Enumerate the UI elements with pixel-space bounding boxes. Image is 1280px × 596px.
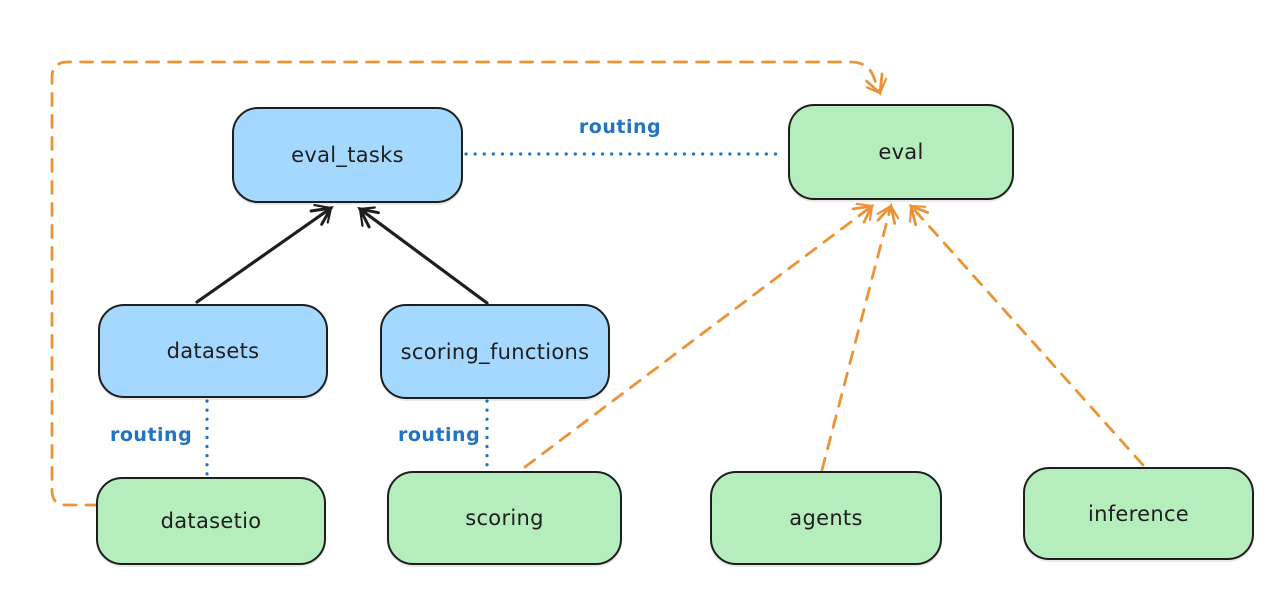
edge-label-routing-top: routing bbox=[578, 116, 662, 138]
node-datasets-label: datasets bbox=[166, 339, 260, 363]
node-inference-label: inference bbox=[1087, 501, 1190, 526]
node-agents: agents bbox=[710, 471, 942, 565]
edge-label-routing-datasets: routing bbox=[110, 424, 193, 446]
edge-agents-eval-arrow bbox=[820, 203, 900, 472]
edge-scoringfunctions-evaltasks-arrow bbox=[357, 206, 489, 305]
node-datasets: datasets bbox=[98, 304, 328, 398]
edge-scoring-eval-arrow bbox=[523, 202, 875, 469]
node-agents-label: agents bbox=[789, 506, 863, 530]
node-inference: inference bbox=[1023, 467, 1254, 560]
node-datasetio: datasetio bbox=[96, 477, 326, 565]
node-eval-tasks: eval_tasks bbox=[232, 107, 463, 203]
edge-inference-eval-arrow bbox=[908, 203, 1145, 467]
node-datasetio-label: datasetio bbox=[160, 509, 262, 533]
node-eval: eval bbox=[788, 104, 1014, 200]
edge-label-routing-scoring: routing bbox=[398, 424, 481, 446]
node-scoring: scoring bbox=[387, 471, 622, 565]
node-scoring-functions: scoring_functions bbox=[380, 304, 610, 399]
node-scoring-functions-label: scoring_functions bbox=[400, 339, 590, 364]
node-eval-label: eval bbox=[878, 140, 924, 164]
node-eval-tasks-label: eval_tasks bbox=[291, 143, 404, 167]
edge-datasets-evaltasks-arrow bbox=[195, 203, 334, 304]
node-scoring-label: scoring bbox=[465, 506, 544, 530]
